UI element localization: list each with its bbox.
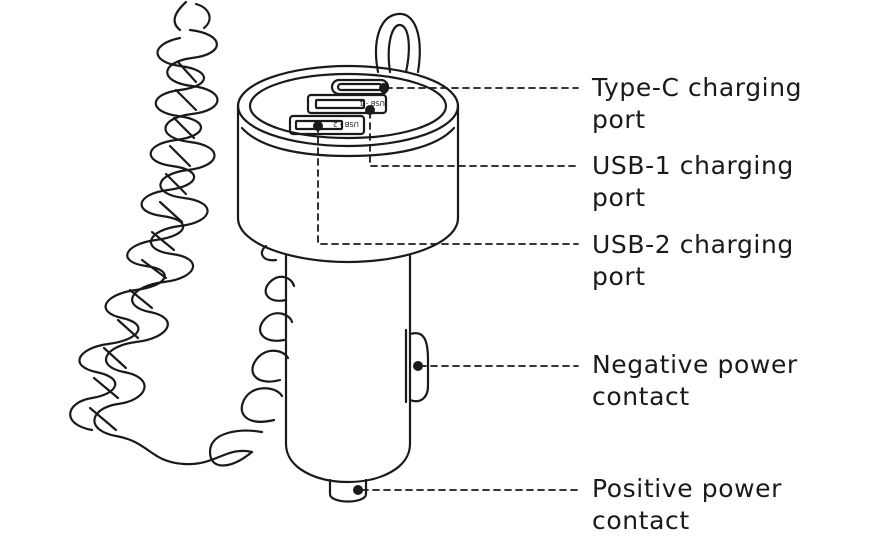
label-negative-line1: Negative power	[592, 350, 798, 379]
label-type-c: Type-C charging port	[592, 72, 802, 136]
label-positive-line1: Positive power	[592, 474, 782, 503]
cable-top-loop	[374, 12, 421, 74]
label-type-c-line2: port	[592, 105, 646, 134]
dot-usb-1	[365, 105, 375, 115]
label-usb-1-line1: USB-1 charging	[592, 151, 794, 180]
usb-2-marking: USB - 2	[333, 120, 359, 128]
label-usb-1: USB-1 charging port	[592, 150, 794, 214]
label-negative-line2: contact	[592, 382, 690, 411]
label-positive: Positive power contact	[592, 473, 782, 537]
usb-1-marking: USB - 1	[359, 99, 385, 107]
charger-head	[236, 64, 460, 264]
leader-usb-2	[317, 125, 579, 245]
positive-contact-shape	[328, 478, 368, 503]
label-usb-2-line1: USB-2 charging	[592, 230, 794, 259]
label-negative: Negative power contact	[592, 349, 798, 413]
label-positive-line2: contact	[592, 506, 690, 535]
leader-lines	[317, 87, 579, 491]
leader-usb-1	[369, 111, 579, 167]
dot-usb-2	[313, 121, 323, 131]
label-usb-2-line2: port	[592, 262, 646, 291]
label-usb-2: USB-2 charging port	[592, 229, 794, 293]
usb-1-port	[306, 93, 388, 115]
label-usb-1-line2: port	[592, 183, 646, 212]
charger-body	[284, 254, 430, 503]
dot-negative	[413, 361, 423, 371]
anchor-dots	[313, 83, 423, 495]
dot-positive	[353, 485, 363, 495]
label-type-c-line1: Type-C charging	[592, 73, 803, 102]
coiled-cable	[69, 0, 296, 467]
negative-contact-shape	[408, 332, 430, 403]
dot-type-c	[379, 83, 389, 93]
